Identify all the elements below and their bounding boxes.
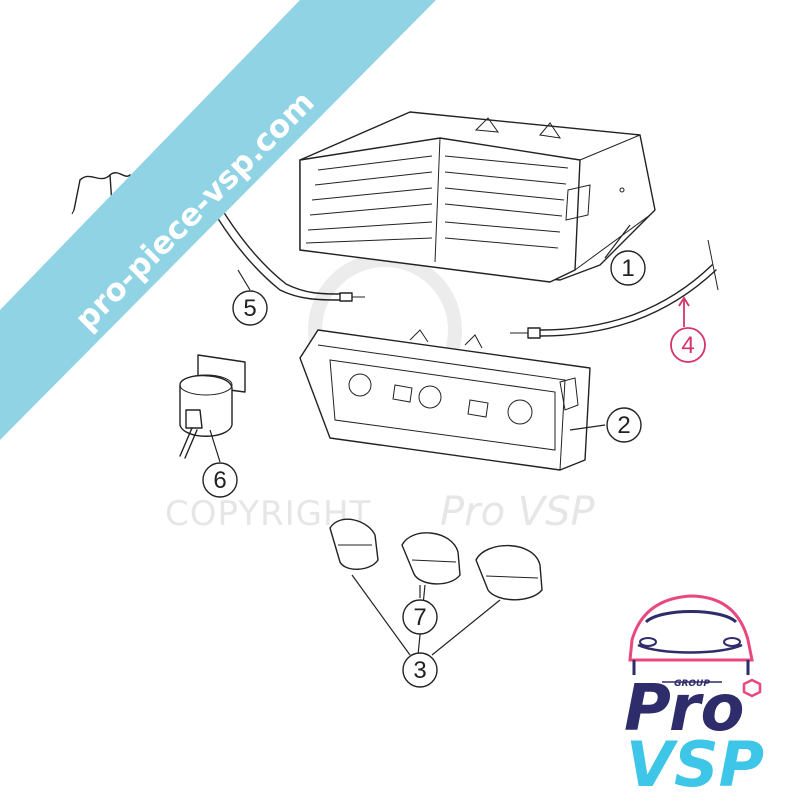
svg-text:3: 3 xyxy=(413,657,426,684)
logo-group-text: GROUP xyxy=(674,679,710,689)
part-switch xyxy=(179,354,246,463)
copyright-brand: Pro VSP xyxy=(440,489,596,535)
svg-text:7: 7 xyxy=(413,604,426,631)
brand-logo: GROUP Pro VSP xyxy=(624,594,764,800)
logo-word-vsp: VSP xyxy=(626,728,764,800)
vent-louvers-right xyxy=(444,155,569,249)
svg-text:1: 1 xyxy=(621,255,634,282)
callouts: 1 2 3 4 5 6 7 8 xyxy=(99,213,706,688)
vent-louvers-left xyxy=(305,155,433,244)
part-knobs xyxy=(329,518,543,656)
logo-word-pro: Pro xyxy=(624,672,744,746)
part-air-vent xyxy=(299,111,656,283)
callout-5: 5 xyxy=(232,290,268,326)
car-icon xyxy=(628,594,754,662)
part-cable-right xyxy=(510,239,719,339)
svg-text:6: 6 xyxy=(213,467,226,494)
callout-4: 4 xyxy=(670,296,706,363)
svg-text:4: 4 xyxy=(681,332,694,359)
part-control-panel xyxy=(299,329,606,471)
callout-2: 2 xyxy=(606,407,642,443)
callout-7: 7 xyxy=(402,599,438,635)
hexagon-icon xyxy=(742,678,762,698)
callout-1: 1 xyxy=(610,250,646,286)
callout-3: 3 xyxy=(402,652,438,688)
svg-text:2: 2 xyxy=(617,412,630,439)
callout-6: 6 xyxy=(202,462,238,498)
svg-text:5: 5 xyxy=(243,295,256,322)
